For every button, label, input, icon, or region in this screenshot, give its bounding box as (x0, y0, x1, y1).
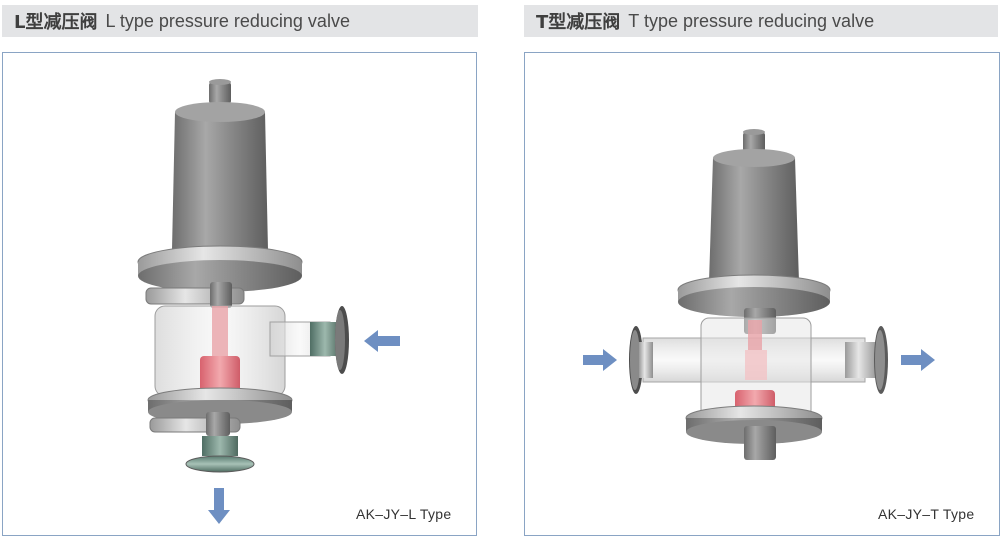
flow-arrow-right-icon (901, 349, 935, 371)
title-chinese: L型减压阀 (14, 12, 98, 33)
flow-arrow-down-icon (208, 488, 230, 524)
t-valve-illustration (583, 129, 935, 460)
flow-arrow-left-icon (364, 330, 400, 352)
model-caption: AK–JY–L Type (356, 506, 452, 522)
bonnet-dome (709, 150, 799, 282)
title-chinese: T型减压阀 (536, 12, 621, 33)
inner-spool (200, 356, 240, 392)
adjust-knob (743, 132, 765, 152)
inlet-port-green (310, 322, 340, 356)
outlet-port-green (202, 436, 238, 456)
panel-title-bar: T型减压阀 T type pressure reducing valve (524, 5, 998, 37)
adjust-knob (209, 82, 231, 104)
model-caption: AK–JY–T Type (878, 506, 975, 522)
title-english: L type pressure reducing valve (105, 10, 350, 31)
flow-arrow-right-icon (583, 349, 617, 371)
title-english: T type pressure reducing valve (628, 10, 875, 31)
bonnet-dome (172, 104, 268, 250)
clamp-lower (744, 426, 776, 460)
panel-title-bar: L型减压阀 L type pressure reducing valve (2, 5, 478, 37)
l-valve-illustration (137, 79, 400, 524)
